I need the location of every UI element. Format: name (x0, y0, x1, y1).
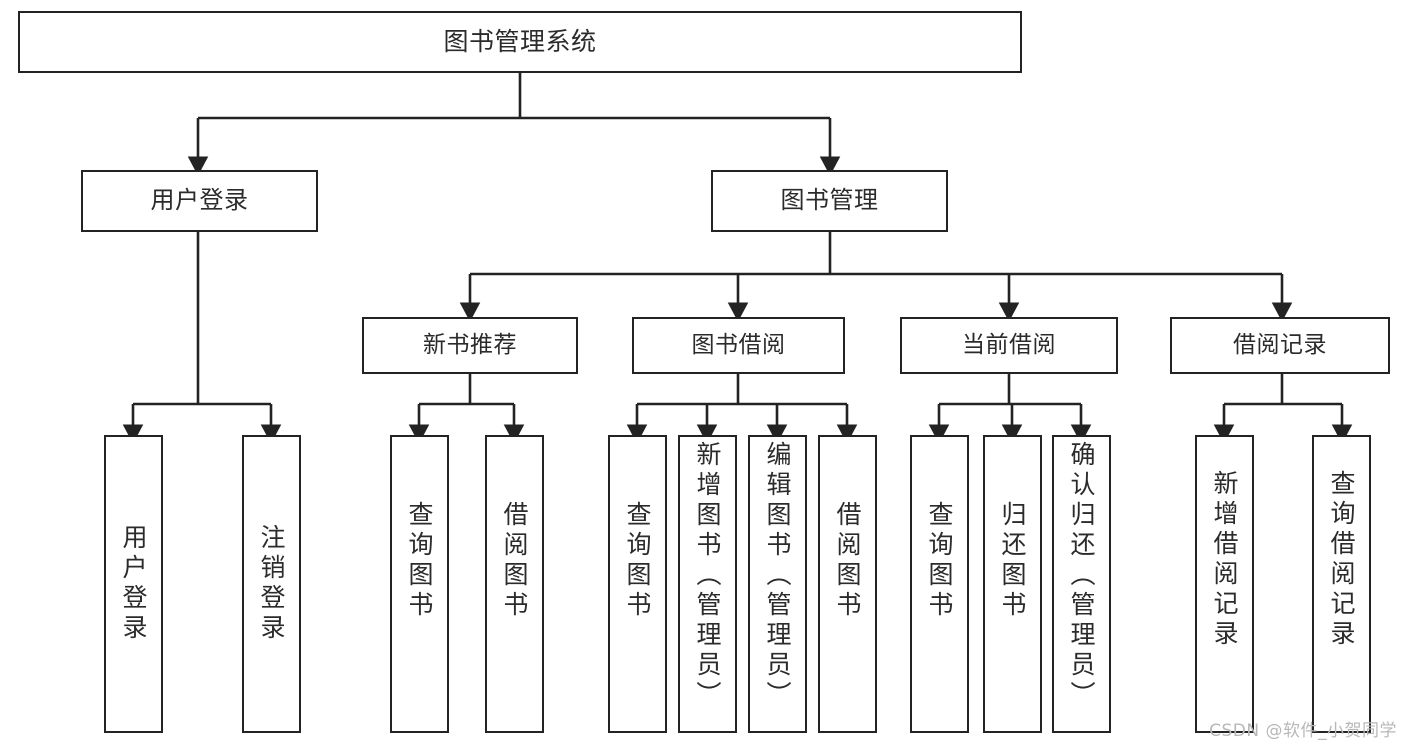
node-book-management[interactable]: 图书管理 (711, 170, 948, 232)
node-leaf-borrow-book-recommend[interactable]: 借阅图书 (485, 435, 544, 733)
node-leaf-edit-book-admin[interactable]: 编辑图书（管理员） (748, 435, 807, 733)
node-leaf-borrow-book[interactable]: 借阅图书 (818, 435, 877, 733)
node-label: 新增图书（管理员） (693, 441, 722, 711)
node-label: 编辑图书（管理员） (763, 441, 792, 711)
node-label: 查询图书 (623, 501, 652, 621)
node-borrow-record[interactable]: 借阅记录 (1170, 317, 1390, 374)
node-leaf-user-login[interactable]: 用户登录 (104, 435, 163, 733)
node-label: 当前借阅 (962, 332, 1056, 359)
node-label: 借阅图书 (833, 501, 862, 621)
node-book-borrow[interactable]: 图书借阅 (632, 317, 845, 374)
node-label: 借阅记录 (1233, 332, 1327, 359)
node-leaf-query-borrow-record[interactable]: 查询借阅记录 (1312, 435, 1371, 733)
node-leaf-logout-login[interactable]: 注销登录 (242, 435, 301, 733)
node-label: 借阅图书 (500, 501, 529, 621)
node-label: 图书管理系统 (443, 26, 597, 56)
node-new-book-recommend[interactable]: 新书推荐 (362, 317, 578, 374)
node-leaf-confirm-return-admin[interactable]: 确认归还（管理员） (1052, 435, 1111, 733)
node-leaf-query-book-recommend[interactable]: 查询图书 (390, 435, 449, 733)
node-leaf-return-book[interactable]: 归还图书 (983, 435, 1042, 733)
node-label: 查询图书 (405, 501, 434, 621)
node-leaf-query-book-current[interactable]: 查询图书 (910, 435, 969, 733)
node-label: 确认归还（管理员） (1067, 441, 1096, 711)
node-label: 用户登录 (150, 186, 249, 215)
node-current-borrow[interactable]: 当前借阅 (900, 317, 1118, 374)
node-label: 查询借阅记录 (1327, 470, 1356, 650)
node-leaf-add-book-admin[interactable]: 新增图书（管理员） (678, 435, 737, 733)
node-user-login[interactable]: 用户登录 (81, 170, 318, 232)
node-root-book-management-system[interactable]: 图书管理系统 (18, 11, 1022, 73)
node-label: 新书推荐 (423, 332, 517, 359)
node-label: 查询图书 (925, 501, 954, 621)
node-leaf-add-borrow-record[interactable]: 新增借阅记录 (1195, 435, 1254, 733)
node-leaf-query-book-borrow[interactable]: 查询图书 (608, 435, 667, 733)
node-label: 新增借阅记录 (1210, 470, 1239, 650)
node-label: 归还图书 (998, 501, 1027, 621)
node-label: 用户登录 (119, 524, 148, 644)
csdn-watermark: CSDN @软件_小贺同学 (1209, 721, 1397, 741)
node-label: 图书借阅 (691, 332, 786, 359)
node-label: 注销登录 (257, 524, 286, 644)
node-label: 图书管理 (780, 186, 879, 215)
